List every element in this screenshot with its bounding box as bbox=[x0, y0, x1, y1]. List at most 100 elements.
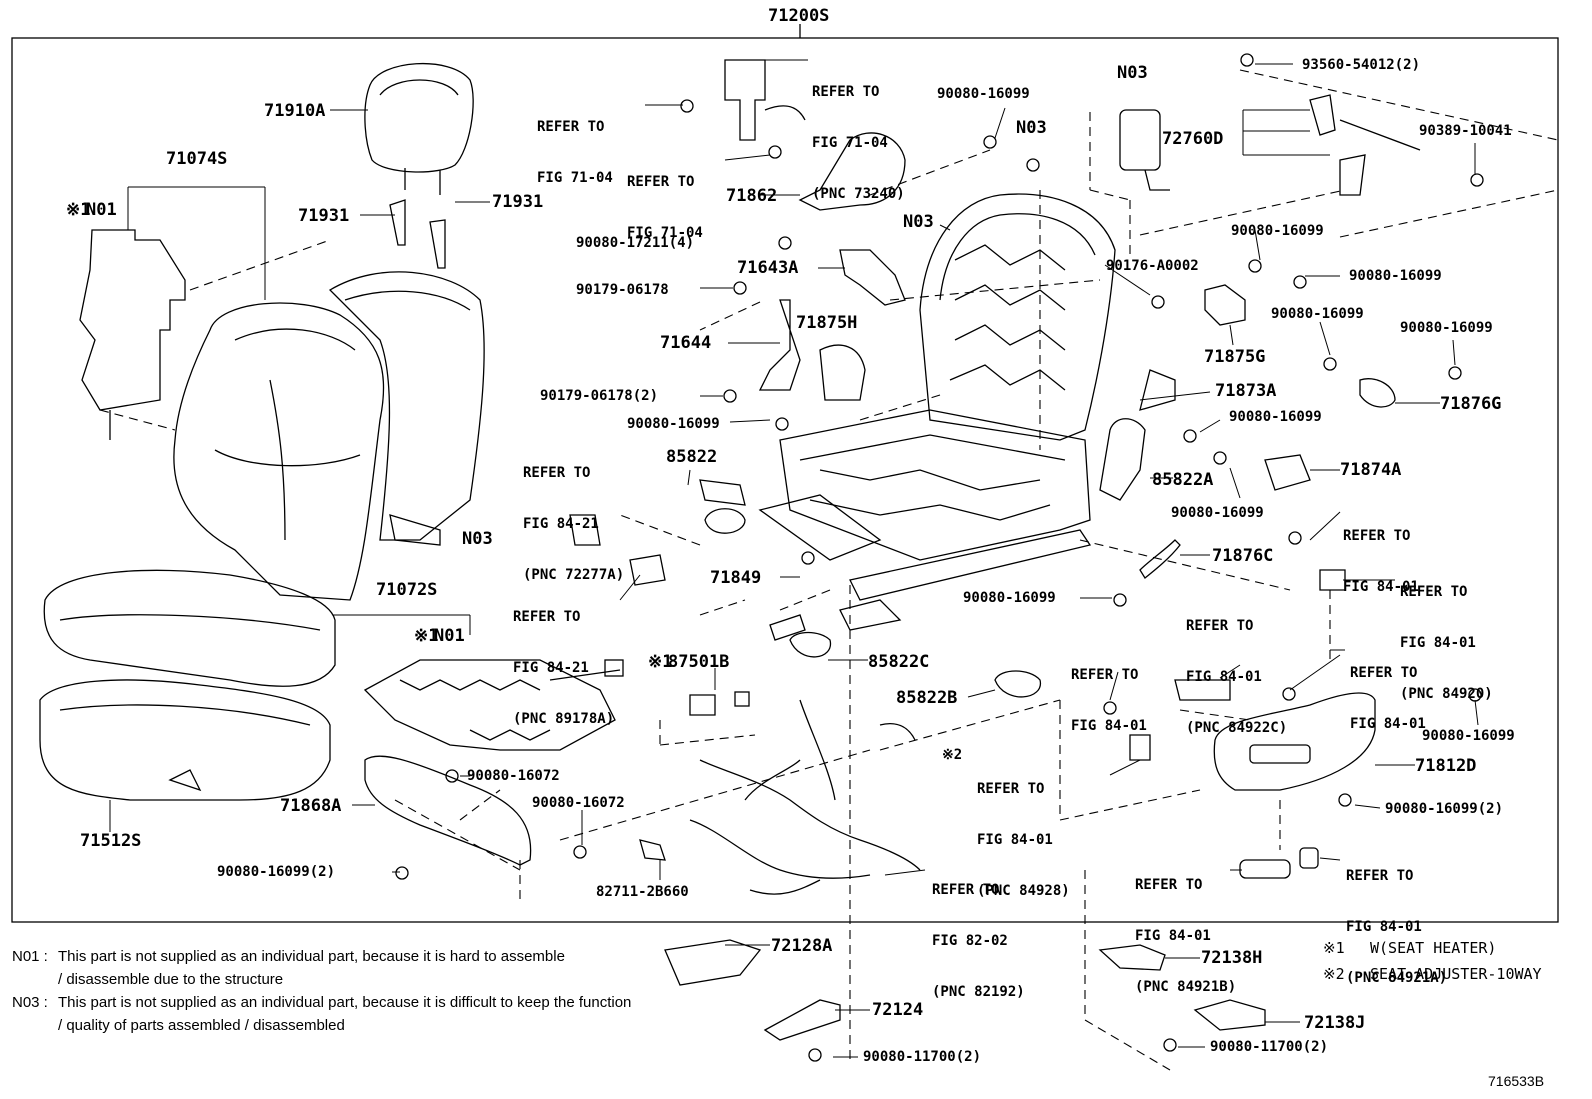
fastener-90080-16099-r3[interactable]: 90080-16099 bbox=[1271, 306, 1364, 322]
refer-fig-84-01-pnc-84922C[interactable]: REFER TO FIG 84-01 (PNC 84922C) bbox=[1186, 584, 1287, 754]
part-72138H-label[interactable]: 72138H bbox=[1201, 948, 1263, 968]
side-cover-drawing bbox=[1213, 692, 1376, 791]
fastener-90080-16099-r5[interactable]: 90080-16099 bbox=[1229, 409, 1322, 425]
ref-line: REFER TO bbox=[523, 465, 591, 481]
note-n03-code: N03 : bbox=[12, 994, 48, 1011]
ref-line: REFER TO bbox=[1071, 667, 1139, 683]
n03-frame-label[interactable]: N03 bbox=[903, 212, 934, 232]
fastener-90080-16099-r8[interactable]: 90080-16099 bbox=[1422, 728, 1515, 744]
fastener-90080-11700-2-b[interactable]: 90080-11700(2) bbox=[1210, 1039, 1329, 1055]
part-85822A-label[interactable]: 85822A bbox=[1152, 470, 1214, 490]
refer-fig-84-21-pnc-72277A[interactable]: REFER TO FIG 84-21 (PNC 72277A) bbox=[523, 431, 624, 601]
part-71876G-label[interactable]: 71876G bbox=[1440, 394, 1502, 414]
heater-marker-back: ※1 bbox=[66, 200, 91, 220]
fastener-90080-16072-a[interactable]: 90080-16072 bbox=[467, 768, 560, 784]
ref-line: (PNC 82192) bbox=[932, 984, 1025, 1000]
fastener-90080-16072-b[interactable]: 90080-16072 bbox=[532, 795, 625, 811]
ref-line: FIG 71-04 bbox=[627, 225, 703, 241]
part-72138J-label[interactable]: 72138J bbox=[1304, 1013, 1366, 1033]
front-trim-drawing bbox=[364, 755, 532, 866]
note-n01-line2: / disassemble due to the structure bbox=[58, 971, 284, 988]
part-85822C-label[interactable]: 85822C bbox=[868, 652, 930, 672]
refer-fig-84-01-pnc-84920[interactable]: REFER TO FIG 84-01 (PNC 84920) bbox=[1400, 550, 1493, 720]
back-heater-mat bbox=[79, 229, 186, 411]
part-71862-label[interactable]: 71862 bbox=[726, 186, 778, 206]
part-82711-2B660-label[interactable]: 82711-2B660 bbox=[596, 884, 689, 900]
legend-heater-text: W(SEAT HEATER) bbox=[1370, 939, 1497, 957]
fastener-90080-16099-mid[interactable]: 90080-16099 bbox=[627, 416, 720, 432]
fastener-93560-54012-2[interactable]: 93560-54012(2) bbox=[1302, 57, 1421, 73]
ref-line: REFER TO bbox=[1343, 528, 1411, 544]
fastener-90080-17211-4[interactable]: 90080-17211(4) bbox=[576, 235, 695, 251]
part-85822B-label[interactable]: 85822B bbox=[896, 688, 958, 708]
fastener-90080-11700-2-a[interactable]: 90080-11700(2) bbox=[863, 1049, 982, 1065]
part-71074S-label[interactable]: 71074S bbox=[166, 149, 228, 169]
refer-fig-84-01-b[interactable]: REFER TO FIG 84-01 bbox=[1071, 633, 1147, 752]
ref-line: FIG 84-01 bbox=[1186, 669, 1262, 685]
n01-cushion-label[interactable]: N01 bbox=[434, 626, 465, 646]
part-71868A-label[interactable]: 71868A bbox=[280, 796, 342, 816]
part-72128A-label[interactable]: 72128A bbox=[771, 936, 833, 956]
fastener-90080-16099-r4[interactable]: 90080-16099 bbox=[1400, 320, 1493, 336]
n03-mid-label[interactable]: N03 bbox=[1016, 118, 1047, 138]
part-71874A-label[interactable]: 71874A bbox=[1340, 460, 1402, 480]
ref-line: (PNC 84928) bbox=[977, 883, 1070, 899]
refer-fig-71-04-a[interactable]: REFER TO FIG 71-04 bbox=[537, 85, 613, 204]
fastener-90080-16099-2-left[interactable]: 90080-16099(2) bbox=[217, 864, 336, 880]
part-71876C-label[interactable]: 71876C bbox=[1212, 546, 1274, 566]
part-85822-label[interactable]: 85822 bbox=[666, 447, 718, 467]
part-71512S-label[interactable]: 71512S bbox=[80, 831, 142, 851]
heater-marker-87501B: ※1 bbox=[648, 652, 673, 672]
seat-frame-drawing bbox=[758, 193, 1116, 631]
refer-fig-71-04-b[interactable]: REFER TO FIG 71-04 bbox=[627, 140, 703, 259]
ref-line: FIG 82-02 bbox=[932, 933, 1008, 949]
fastener-90080-16099-r7[interactable]: 90080-16099 bbox=[963, 590, 1056, 606]
refer-fig-84-01-pnc-84921B[interactable]: REFER TO FIG 84-01 (PNC 84921B) bbox=[1135, 843, 1236, 1013]
fastener-90176-A0002[interactable]: 90176-A0002 bbox=[1106, 258, 1199, 274]
ref-line: FIG 84-01 bbox=[1346, 919, 1422, 935]
fastener-glyphs bbox=[395, 53, 1484, 1062]
refer-fig-71-04-pnc-73240[interactable]: REFER TO FIG 71-04 (PNC 73240) bbox=[812, 50, 905, 220]
refer-fig-84-01-pnc-84921A[interactable]: REFER TO FIG 84-01 (PNC 84921A) bbox=[1346, 834, 1447, 1004]
ref-line: FIG 84-21 bbox=[513, 660, 589, 676]
refer-fig-84-01-c[interactable]: REFER TO FIG 84-01 bbox=[1350, 631, 1426, 750]
fastener-90179-06178[interactable]: 90179-06178 bbox=[576, 282, 669, 298]
part-71931-right-label[interactable]: 71931 bbox=[492, 192, 544, 212]
ref-line: FIG 84-01 bbox=[1071, 718, 1147, 734]
n03-top-label[interactable]: N03 bbox=[1117, 63, 1148, 83]
part-71072S-label[interactable]: 71072S bbox=[376, 580, 438, 600]
refer-fig-84-21-pnc-89178A[interactable]: REFER TO FIG 84-21 (PNC 89178A) bbox=[513, 575, 614, 745]
ref-line: (PNC 72277A) bbox=[523, 567, 625, 583]
part-71644-label[interactable]: 71644 bbox=[660, 333, 712, 353]
part-71849-label[interactable]: 71849 bbox=[710, 568, 762, 588]
n03-seat-label[interactable]: N03 bbox=[462, 529, 493, 549]
part-72760D-label[interactable]: 72760D bbox=[1162, 129, 1224, 149]
fastener-90080-16099-r6[interactable]: 90080-16099 bbox=[1171, 505, 1264, 521]
heater-marker-cushion: ※1 bbox=[414, 626, 439, 646]
refer-fig-84-01-a[interactable]: REFER TO FIG 84-01 bbox=[1343, 494, 1419, 613]
part-71910A-label[interactable]: 71910A bbox=[264, 101, 326, 121]
fastener-90080-16099-2-right[interactable]: 90080-16099(2) bbox=[1385, 801, 1504, 817]
part-71931-left-label[interactable]: 71931 bbox=[298, 206, 350, 226]
fastener-90389-10041[interactable]: 90389-10041 bbox=[1419, 123, 1512, 139]
refer-fig-84-01-pnc-84928[interactable]: REFER TO FIG 84-01 (PNC 84928) bbox=[977, 747, 1070, 917]
part-72124-label[interactable]: 72124 bbox=[872, 1000, 924, 1020]
part-87501B-label[interactable]: 87501B bbox=[668, 652, 730, 672]
fastener-90080-16099-r1[interactable]: 90080-16099 bbox=[1231, 223, 1324, 239]
part-71875H-label[interactable]: 71875H bbox=[796, 313, 858, 333]
part-71812D-label[interactable]: 71812D bbox=[1415, 756, 1477, 776]
part-71875G-label[interactable]: 71875G bbox=[1204, 347, 1266, 367]
n01-back-label[interactable]: N01 bbox=[86, 200, 117, 220]
ref-line: REFER TO bbox=[812, 84, 880, 100]
part-71873A-label[interactable]: 71873A bbox=[1215, 381, 1277, 401]
ref-line: REFER TO bbox=[932, 882, 1000, 898]
legend-adjuster-marker: ※2 bbox=[1323, 965, 1345, 983]
refer-fig-82-02-pnc-82192[interactable]: REFER TO FIG 82-02 (PNC 82192) bbox=[932, 848, 1025, 1018]
ref-line: REFER TO bbox=[627, 174, 695, 190]
part-71643A-label[interactable]: 71643A bbox=[737, 258, 799, 278]
fastener-90179-06178-2[interactable]: 90179-06178(2) bbox=[540, 388, 659, 404]
ref-line: (PNC 84920) bbox=[1400, 686, 1493, 702]
fastener-90080-16099-r2[interactable]: 90080-16099 bbox=[1349, 268, 1442, 284]
fastener-90080-16099-top[interactable]: 90080-16099 bbox=[937, 86, 1030, 102]
